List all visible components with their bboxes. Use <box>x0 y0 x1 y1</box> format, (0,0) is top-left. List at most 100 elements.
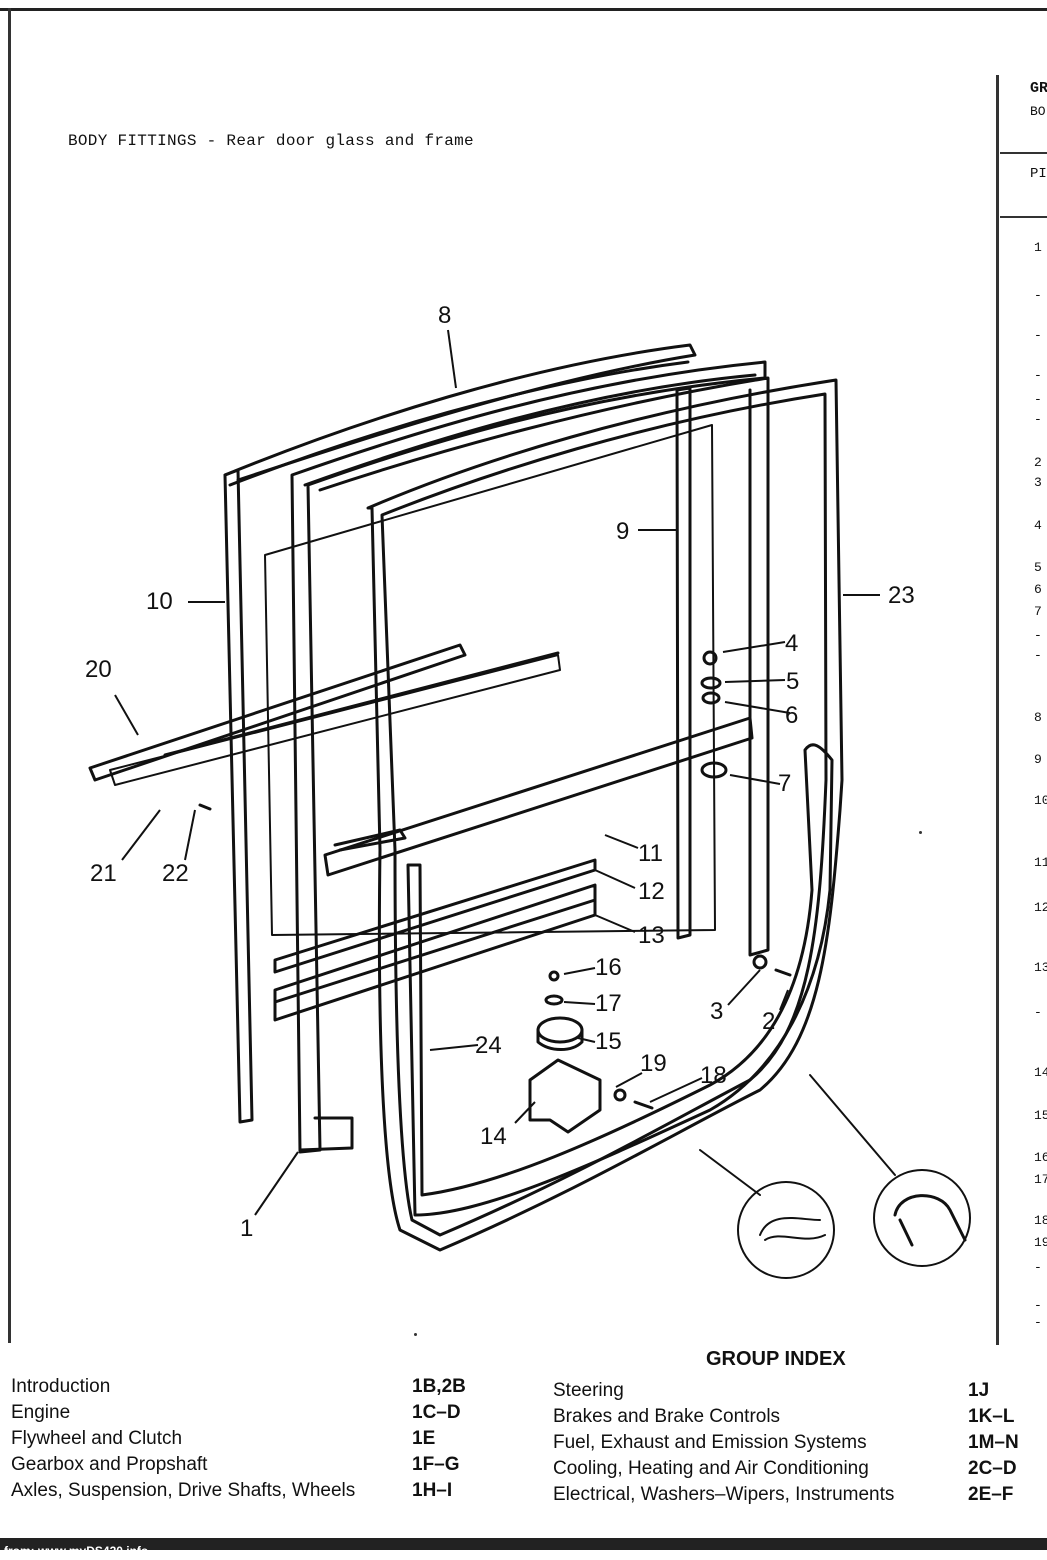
parts-list-number: 15 <box>1034 1108 1047 1123</box>
callout-13: 13 <box>638 922 665 949</box>
parts-list-number: 10 <box>1034 793 1047 808</box>
washer-5 <box>700 676 722 690</box>
group-index-right-name: Fuel, Exhaust and Emission Systems <box>553 1432 867 1453</box>
speck <box>414 1333 417 1336</box>
callout-18: 18 <box>700 1062 727 1089</box>
washer-19 <box>613 1088 627 1102</box>
bracket-14 <box>528 1058 602 1134</box>
callout-2: 2 <box>762 1008 776 1035</box>
seal-23 <box>366 378 844 1252</box>
parts-list-number: 2 <box>1034 455 1042 470</box>
screw-2 <box>774 968 792 977</box>
rail-11 <box>323 716 754 877</box>
parts-list-number: - <box>1034 1005 1042 1020</box>
screw-18 <box>633 1100 654 1110</box>
callout-14: 14 <box>480 1123 507 1150</box>
callout-21: 21 <box>90 860 117 887</box>
speck <box>919 831 922 834</box>
block-15 <box>536 1016 584 1044</box>
group-index-right-name: Steering <box>553 1380 624 1401</box>
parts-list-number: - <box>1034 628 1042 643</box>
group-index-left-name: Introduction <box>11 1376 111 1397</box>
glass-panel <box>264 424 716 936</box>
parts-list-number: 8 <box>1034 710 1042 725</box>
column-rule <box>1000 216 1047 218</box>
callout-10: 10 <box>146 588 173 615</box>
group-index-left-code: 1H–I <box>412 1480 453 1501</box>
screw-22 <box>198 803 212 811</box>
parts-list-number: 16 <box>1034 1150 1047 1165</box>
group-index-left-name: Engine <box>11 1402 71 1423</box>
bottom-border <box>0 1538 1047 1550</box>
group-index-right-code: 1J <box>968 1380 990 1401</box>
column-header-group: GR <box>1030 80 1047 97</box>
parts-list-number: - <box>1034 1298 1042 1313</box>
parts-list-number: 5 <box>1034 560 1042 575</box>
callout-16: 16 <box>595 954 622 981</box>
group-index-title: GROUP INDEX <box>706 1348 846 1370</box>
callout-17: 17 <box>595 990 622 1017</box>
upright-strip-10 <box>223 468 254 1124</box>
parts-list-number: 6 <box>1034 582 1042 597</box>
group-index-right-code: 2E–F <box>968 1484 1014 1505</box>
group-index-right-code: 1K–L <box>968 1406 1015 1427</box>
column-rule <box>1000 152 1047 154</box>
parts-list-number: 19 <box>1034 1235 1047 1250</box>
callout-6: 6 <box>785 702 799 729</box>
washer-7 <box>700 761 728 779</box>
parts-list-number: 17 <box>1034 1172 1047 1187</box>
parts-list-number: 7 <box>1034 604 1042 619</box>
group-index-left-name: Flywheel and Clutch <box>11 1428 183 1449</box>
group-index-right-name: Electrical, Washers–Wipers, Instruments <box>553 1484 895 1505</box>
page-title: BODY FITTINGS - Rear door glass and fram… <box>68 132 474 150</box>
parts-list-number: 11 <box>1034 855 1047 870</box>
parts-list-number: - <box>1034 368 1042 383</box>
group-index-right-name: Brakes and Brake Controls <box>553 1406 781 1427</box>
callout-3: 3 <box>710 998 724 1025</box>
parts-list-number: - <box>1034 328 1042 343</box>
section-detail-clip <box>737 1181 835 1279</box>
parts-list-number: - <box>1034 392 1042 407</box>
column-header-body: BO <box>1030 104 1046 119</box>
callout-23: 23 <box>888 582 915 609</box>
washer-3 <box>752 954 768 970</box>
top-border <box>0 8 1047 11</box>
parts-list-number: 12 <box>1034 900 1047 915</box>
rail-20 <box>88 643 467 782</box>
parts-list-number: - <box>1034 288 1042 303</box>
group-index-right-name: Cooling, Heating and Air Conditioning <box>553 1458 869 1479</box>
top-frame-8 <box>223 343 697 482</box>
screw-4 <box>702 650 718 666</box>
washer-6 <box>701 691 721 705</box>
washer-17 <box>544 994 564 1006</box>
right-panel-border <box>996 75 999 1345</box>
screw-16 <box>548 970 560 982</box>
parts-list-number: 14 <box>1034 1065 1047 1080</box>
group-index-left-name: Axles, Suspension, Drive Shafts, Wheels <box>11 1480 356 1501</box>
callout-24: 24 <box>475 1032 502 1059</box>
callout-9: 9 <box>616 518 630 545</box>
callout-19: 19 <box>640 1050 667 1077</box>
parts-list-number: 3 <box>1034 475 1042 490</box>
group-index-left-code: 1C–D <box>412 1402 461 1423</box>
callout-12: 12 <box>638 878 665 905</box>
group-index-right-code: 2C–D <box>968 1458 1017 1479</box>
parts-list-column: GR BO PI <box>1000 60 1047 1350</box>
seal-24 <box>406 743 834 1217</box>
callout-5: 5 <box>786 668 800 695</box>
source-credit: from: www.myDS420.info <box>4 1544 149 1558</box>
callout-8: 8 <box>438 302 452 329</box>
left-border <box>8 8 11 1343</box>
callout-20: 20 <box>85 656 112 683</box>
group-index-right-code: 1M–N <box>968 1432 1019 1453</box>
group-index-left-name: Gearbox and Propshaft <box>11 1454 208 1475</box>
callout-7: 7 <box>778 770 792 797</box>
callout-1: 1 <box>240 1215 254 1242</box>
parts-list-number: - <box>1034 648 1042 663</box>
section-detail-seal <box>873 1169 971 1267</box>
parts-list-number: 9 <box>1034 752 1042 767</box>
callout-22: 22 <box>162 860 189 887</box>
column-header-plate: PI <box>1030 166 1047 182</box>
parts-list-number: 4 <box>1034 518 1042 533</box>
